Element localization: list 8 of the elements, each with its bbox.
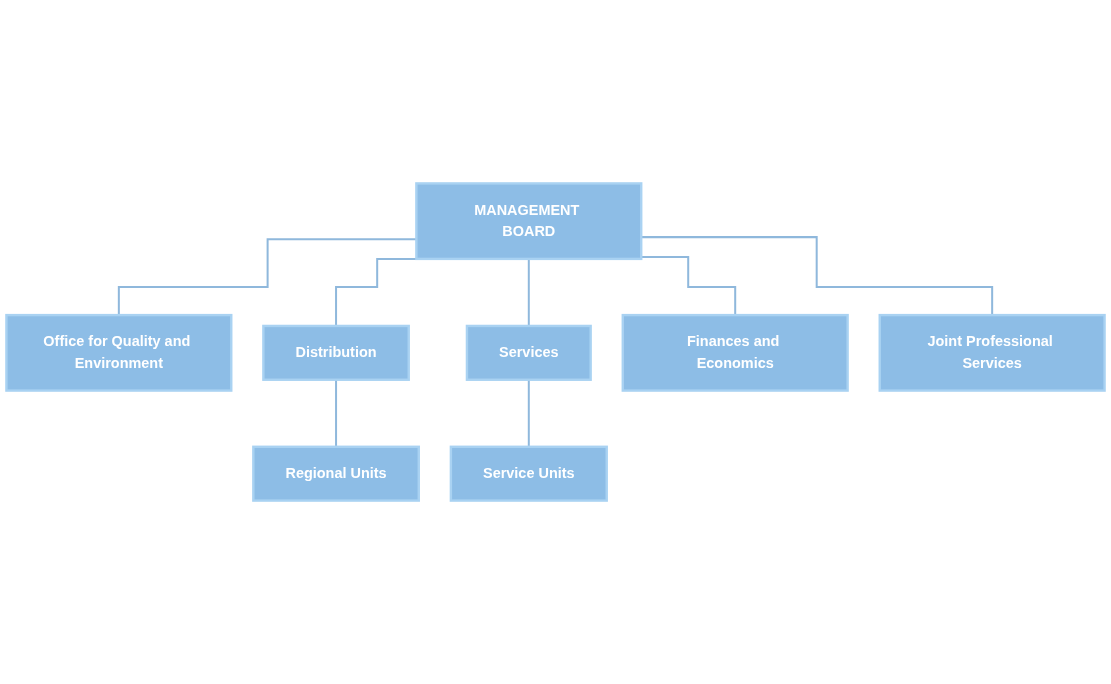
node-box: Service Units [449,445,608,502]
node-box: Regional Units [252,445,420,502]
node-box: Distribution [262,324,410,381]
node-box: Joint Professional Services [878,313,1106,392]
node-box: MANAGEMENT BOARD [415,182,643,261]
node-box: Finances and Economics [621,313,849,392]
node-box: Services [465,324,592,381]
node-box: Office for Quality and Environment [5,313,233,392]
